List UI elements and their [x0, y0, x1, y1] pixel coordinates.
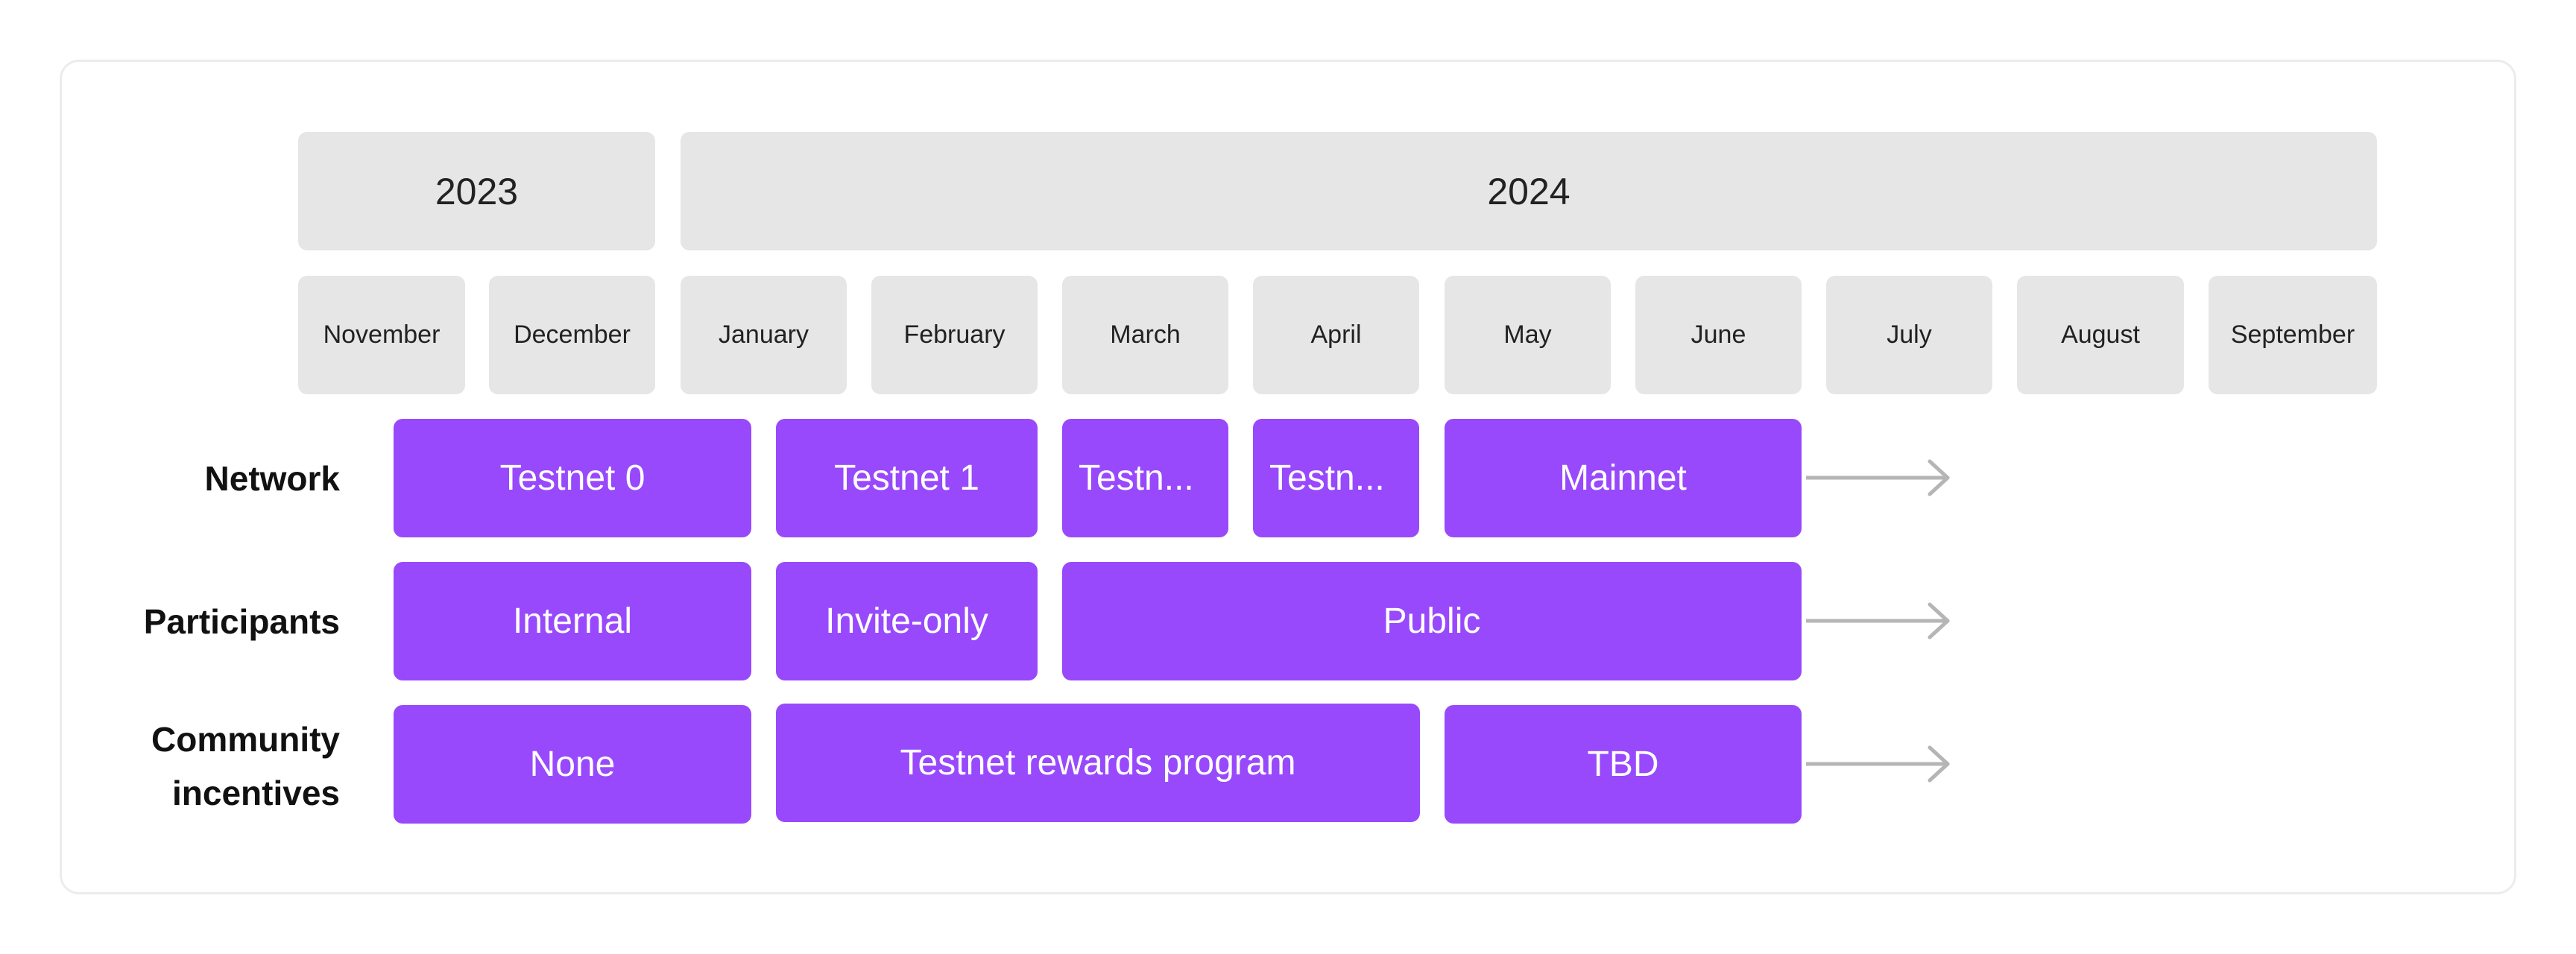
right-arrow-icon: [1806, 745, 1950, 783]
bar-testnet-2: Testn...: [1062, 419, 1228, 537]
month-label: May: [1503, 320, 1552, 349]
month-march: March: [1062, 276, 1228, 394]
bar-label: Invite-only: [825, 601, 988, 641]
year-label: 2024: [1487, 170, 1570, 212]
bar-label: Mainnet: [1559, 458, 1687, 498]
bar-label: Testnet 0: [499, 458, 645, 498]
bar-label: Testnet 1: [834, 458, 979, 498]
timeline-card: 2023 2024 November December January Febr…: [60, 60, 2516, 894]
right-arrow-icon: [1806, 602, 1950, 639]
bar-label: Testnet rewards program: [900, 743, 1296, 783]
bar-testnet-1: Testnet 1: [776, 419, 1038, 537]
bar-testnet-0: Testnet 0: [394, 419, 751, 537]
row-label-line: incentives: [172, 774, 340, 812]
bar-label: Testn...: [1269, 458, 1385, 498]
bar-label: Testn...: [1079, 458, 1194, 498]
row-label-participants: Participants: [62, 562, 340, 680]
month-label: July: [1887, 320, 1932, 349]
month-label: December: [514, 320, 631, 349]
bar-none: None: [394, 705, 751, 824]
year-label: 2023: [435, 170, 519, 212]
month-label: January: [719, 320, 809, 349]
right-arrow-icon: [1806, 459, 1950, 496]
year-header-2023: 2023: [298, 132, 655, 250]
month-label: September: [2230, 320, 2355, 349]
month-label: February: [903, 320, 1006, 349]
month-november: November: [298, 276, 465, 394]
bar-label: Internal: [512, 601, 633, 641]
bar-testnet-rewards-program: Testnet rewards program: [776, 704, 1420, 822]
month-label: March: [1110, 320, 1181, 349]
bar-internal: Internal: [394, 562, 751, 680]
month-june: June: [1635, 276, 1802, 394]
bar-label: TBD: [1587, 745, 1659, 784]
month-february: February: [871, 276, 1038, 394]
bar-label: Public: [1383, 601, 1481, 641]
bar-mainnet: Mainnet: [1445, 419, 1802, 537]
month-label: August: [2061, 320, 2140, 349]
month-december: December: [489, 276, 655, 394]
bar-tbd: TBD: [1445, 705, 1802, 824]
bar-invite-only: Invite-only: [776, 562, 1038, 680]
row-label-line: Participants: [143, 601, 340, 641]
month-august: August: [2017, 276, 2184, 394]
month-april: April: [1253, 276, 1419, 394]
month-january: January: [681, 276, 847, 394]
bar-label: None: [529, 745, 616, 784]
month-label: April: [1310, 320, 1362, 349]
month-label: June: [1690, 320, 1746, 349]
month-label: November: [323, 320, 441, 349]
month-september: September: [2209, 276, 2377, 394]
bar-public: Public: [1062, 562, 1802, 680]
month-july: July: [1826, 276, 1992, 394]
row-label-line: Network: [204, 458, 340, 498]
month-may: May: [1445, 276, 1611, 394]
bar-testnet-3: Testn...: [1253, 419, 1419, 537]
row-label-community-incentives: Community incentives: [62, 699, 340, 833]
year-header-2024: 2024: [681, 132, 2377, 250]
row-label-network: Network: [62, 419, 340, 537]
row-label-line: Community: [151, 720, 340, 759]
